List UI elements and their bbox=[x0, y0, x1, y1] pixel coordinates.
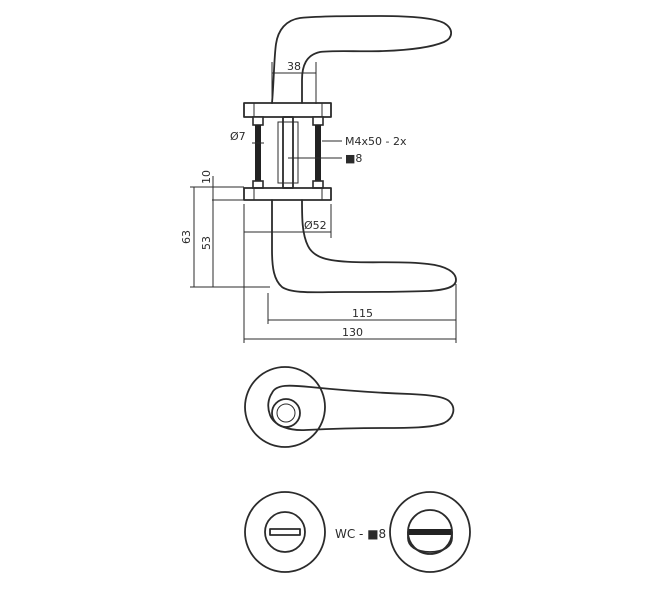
dim-7: Ø7 bbox=[230, 130, 246, 143]
top-lever bbox=[271, 15, 453, 104]
dim-52: Ø52 bbox=[304, 219, 327, 232]
side-view bbox=[243, 15, 457, 294]
dim-spindle: ■8 bbox=[345, 152, 362, 165]
top-rose bbox=[243, 102, 332, 118]
dim-bolt: M4x50 - 2x bbox=[345, 135, 407, 148]
bottom-rose bbox=[243, 187, 332, 201]
front-rose bbox=[244, 366, 326, 448]
spindle bbox=[282, 116, 294, 189]
dim-38: 38 bbox=[287, 60, 301, 73]
dimension-labels: 38 Ø7 M4x50 - 2x ■8 Ø52 10 63 53 115 130 bbox=[180, 60, 407, 339]
front-view bbox=[244, 366, 455, 448]
wc-rose-left bbox=[244, 491, 326, 573]
wc-rose-right bbox=[389, 491, 471, 573]
dim-63: 63 bbox=[180, 230, 193, 244]
bolt-right bbox=[315, 125, 321, 181]
dimension-lines bbox=[190, 62, 457, 343]
dim-10: 10 bbox=[200, 170, 213, 184]
bottom-lever bbox=[271, 199, 457, 294]
dim-115: 115 bbox=[352, 307, 373, 320]
dim-130: 130 bbox=[342, 326, 363, 339]
dim-53: 53 bbox=[200, 236, 213, 250]
wc-label: WC - ■8 bbox=[335, 527, 386, 541]
bolt-left bbox=[255, 125, 261, 181]
